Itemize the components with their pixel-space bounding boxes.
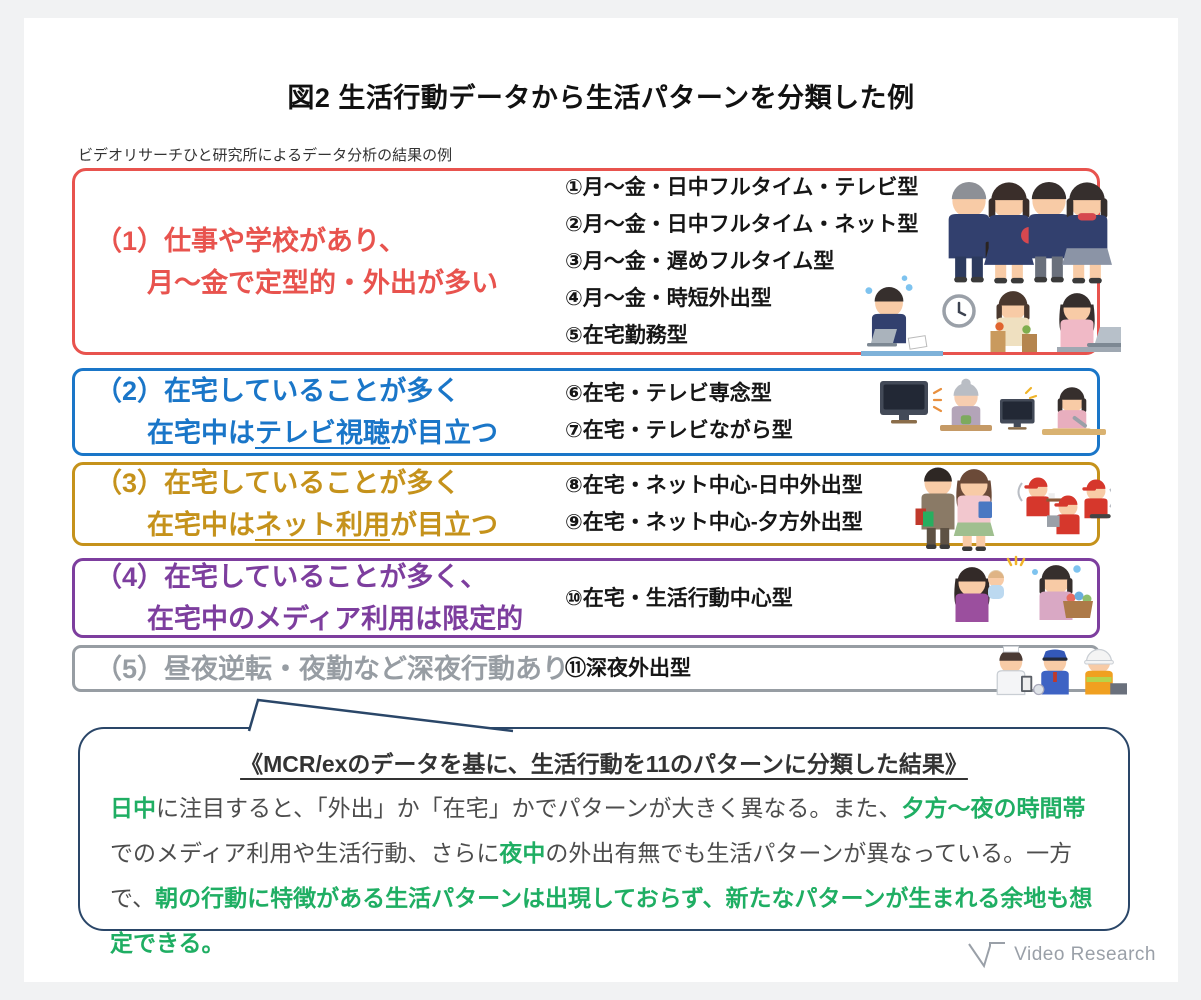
category-4-label-line2: 在宅中のメディア利用は限定的 bbox=[147, 604, 524, 634]
couple-with-books-illustration bbox=[915, 467, 995, 551]
video-research-logo: Video Research bbox=[967, 940, 1156, 970]
commuters-illustration bbox=[948, 181, 1112, 284]
figure-subtitle: ビデオリサーチひと研究所によるデータ分析の結果の例 bbox=[78, 147, 453, 164]
pattern-item: ⑦在宅・テレビながら型 bbox=[565, 419, 793, 442]
category-row-1: （1）仕事や学校があり、 月～金で定型的・外出が多い ①月～金・日中フルタイム・… bbox=[72, 168, 1121, 356]
pattern-item: ②月～金・日中フルタイム・ネット型 bbox=[565, 213, 919, 236]
net-users-illustration bbox=[915, 467, 1111, 551]
category-row-2: （2）在宅していることが多く 在宅中はテレビ視聴が目立つ ⑥在宅・テレビ専念型 … bbox=[72, 368, 1106, 456]
category-4-label-line1: （4）在宅していることが多く、 bbox=[95, 562, 488, 592]
category-row-5: （5）昼夜逆転・夜勤など深夜行動あり ⑪深夜外出型 bbox=[72, 645, 1127, 696]
pattern-item: ⑩在宅・生活行動中心型 bbox=[565, 586, 793, 610]
category-3-label-line1: （3）在宅していることが多く bbox=[95, 468, 461, 498]
video-research-logo-icon bbox=[968, 942, 1006, 969]
tv-watching-grandma-illustration bbox=[880, 378, 992, 431]
pattern-list-5: ⑪深夜外出型 bbox=[565, 648, 691, 689]
summary-callout: 《MCR/exのデータを基に、生活行動を11のパターンに分類した結果》 日中に注… bbox=[78, 698, 1130, 956]
category-3-label-line2: 在宅中はネット利用が目立つ bbox=[147, 510, 498, 540]
category-5-label: （5）昼夜逆転・夜勤など深夜行動あり bbox=[95, 648, 569, 690]
figure-title: 図2 生活行動データから生活パターンを分類した例 bbox=[287, 83, 915, 113]
fastfood-workers-illustration bbox=[1017, 477, 1111, 535]
category-4-label: （4）在宅していることが多く、 在宅中のメディア利用は限定的 bbox=[95, 556, 523, 640]
night-workers-illustration bbox=[996, 645, 1127, 696]
category-2-label-line2: 在宅中はテレビ視聴が目立つ bbox=[147, 418, 498, 448]
police-officer-illustration bbox=[1033, 649, 1069, 696]
pattern-item: ④月～金・時短外出型 bbox=[565, 287, 772, 310]
pattern-list-1: ①月～金・日中フルタイム・テレビ型 ②月～金・日中フルタイム・ネット型 ③月～金… bbox=[565, 171, 918, 352]
nurse-illustration bbox=[996, 645, 1033, 696]
category-2-label: （2）在宅していることが多く 在宅中はテレビ視聴が目立つ bbox=[95, 370, 498, 454]
pattern-item: ⑥在宅・テレビ専念型 bbox=[565, 382, 772, 405]
category-row-3: （3）在宅していることが多く 在宅中はネット利用が目立つ ⑧在宅・ネット中心-日… bbox=[72, 462, 1111, 551]
clock-icon bbox=[942, 294, 976, 328]
category-1-label-line2: 月～金で定型的・外出が多い bbox=[147, 267, 498, 298]
category-1-label: （1）仕事や学校があり、 月～金で定型的・外出が多い bbox=[95, 220, 498, 304]
pattern-list-2: ⑥在宅・テレビ専念型 ⑦在宅・テレビながら型 bbox=[565, 371, 793, 453]
category-3-label: （3）在宅していることが多く 在宅中はネット利用が目立つ bbox=[95, 462, 498, 546]
pattern-list-3: ⑧在宅・ネット中心-日中外出型 ⑨在宅・ネット中心-夕方外出型 bbox=[565, 465, 863, 543]
category-2-label-line1: （2）在宅していることが多く bbox=[95, 376, 461, 406]
pattern-item: ⑤在宅勤務型 bbox=[565, 324, 688, 347]
construction-worker-illustration bbox=[1084, 648, 1127, 695]
pattern-item: ⑧在宅・ネット中心-日中外出型 bbox=[565, 474, 863, 497]
category-5-label-line1: （5）昼夜逆転・夜勤など深夜行動あり bbox=[95, 653, 570, 684]
callout-body: 日中に注目すると、「外出」か「在宅」かでパターンが大きく異なる。また、夕方～夜の… bbox=[110, 795, 1093, 956]
mother-and-baby-illustration bbox=[954, 555, 1026, 622]
pattern-item: ①月～金・日中フルタイム・テレビ型 bbox=[565, 176, 919, 199]
cooking-while-tv-illustration bbox=[1000, 386, 1106, 435]
content-card: 図2 生活行動データから生活パターンを分類した例 ビデオリサーチひと研究所による… bbox=[24, 18, 1178, 982]
video-research-logo-text: Video Research bbox=[1014, 944, 1156, 965]
pattern-list-4: ⑩在宅・生活行動中心型 bbox=[565, 561, 793, 635]
pattern-item: ⑨在宅・ネット中心-夕方外出型 bbox=[565, 511, 863, 534]
callout-heading: 《MCR/exのデータを基に、生活行動を11のパターンに分類した結果》 bbox=[240, 751, 968, 777]
category-1-label-line1: （1）仕事や学校があり、 bbox=[95, 225, 406, 256]
grocery-shopper-illustration bbox=[990, 291, 1037, 352]
woman-with-laundry-illustration bbox=[1032, 565, 1093, 620]
tv-viewing-illustration bbox=[880, 378, 1106, 435]
home-life-illustration bbox=[954, 555, 1093, 622]
callout-tail bbox=[247, 698, 514, 733]
woman-at-laptop-illustration bbox=[1057, 293, 1121, 352]
category-row-4: （4）在宅していることが多く、 在宅中のメディア利用は限定的 ⑩在宅・生活行動中… bbox=[72, 555, 1100, 640]
pattern-item: ③月～金・遅めフルタイム型 bbox=[565, 250, 835, 273]
pattern-item: ⑪深夜外出型 bbox=[565, 657, 691, 680]
